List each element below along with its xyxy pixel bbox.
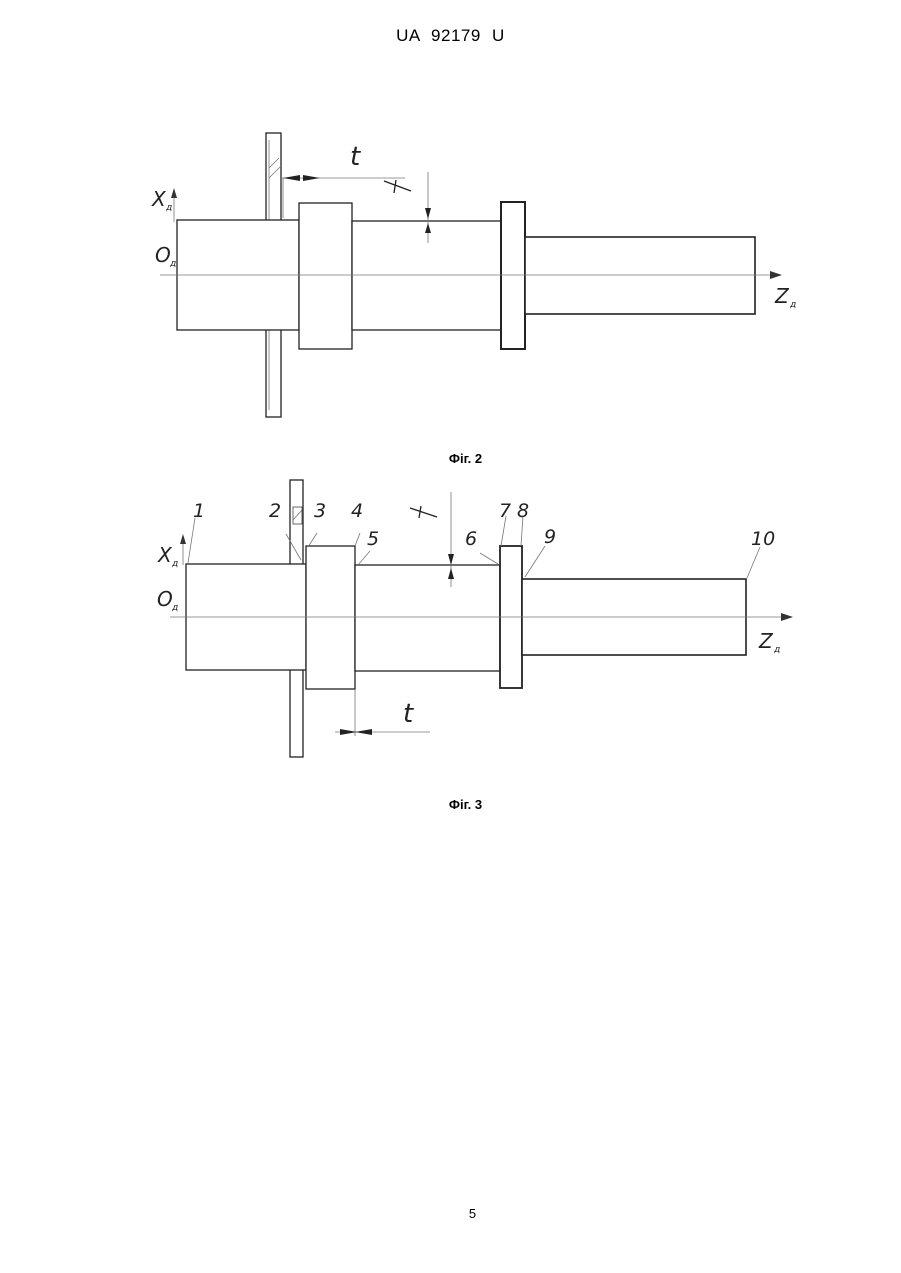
point-label-1: 1 (193, 500, 205, 522)
point-label-5: 5 (367, 528, 379, 550)
point-label-4: 4 (351, 500, 363, 522)
x-axis-label: X (157, 543, 173, 567)
x-axis-label: X (151, 187, 167, 211)
collar-first (306, 546, 355, 689)
origin-label: O (155, 243, 171, 267)
collar-second (501, 202, 525, 349)
collar-first (299, 203, 352, 349)
z-axis-label: Z (774, 284, 790, 308)
svg-text:д: д (171, 603, 178, 613)
svg-text:д: д (165, 203, 172, 213)
point-label-8: 8 (517, 500, 529, 522)
figure-3-drawing: X д O д Z д t 1 2 3 4 5 6 7 8 9 10 (0, 470, 901, 790)
svg-text:д: д (789, 300, 796, 310)
point-label-9: 9 (544, 526, 556, 548)
shaft-section-right (525, 237, 755, 314)
shaft-section-middle (352, 221, 501, 330)
z-axis-label: Z (758, 629, 774, 653)
page-number: 5 (0, 1206, 901, 1221)
svg-text:д: д (171, 559, 178, 569)
svg-text:д: д (169, 259, 176, 269)
figure-2-drawing: X д O д Z д t (0, 0, 901, 440)
point-label-2: 2 (269, 500, 281, 522)
point-label-10: 10 (751, 528, 775, 550)
point-label-3: 3 (314, 500, 326, 522)
step-label: t (350, 142, 361, 172)
z-axis-arrow (770, 271, 782, 279)
point-label-6: 6 (465, 528, 477, 550)
figure-3-caption: Фіг. 3 (0, 797, 901, 812)
figure-2-caption: Фіг. 2 (0, 451, 901, 466)
point-label-7: 7 (499, 500, 511, 522)
step-label: t (403, 699, 414, 729)
svg-text:д: д (773, 645, 780, 655)
shaft-section-middle (355, 565, 500, 671)
origin-label: O (157, 587, 173, 611)
